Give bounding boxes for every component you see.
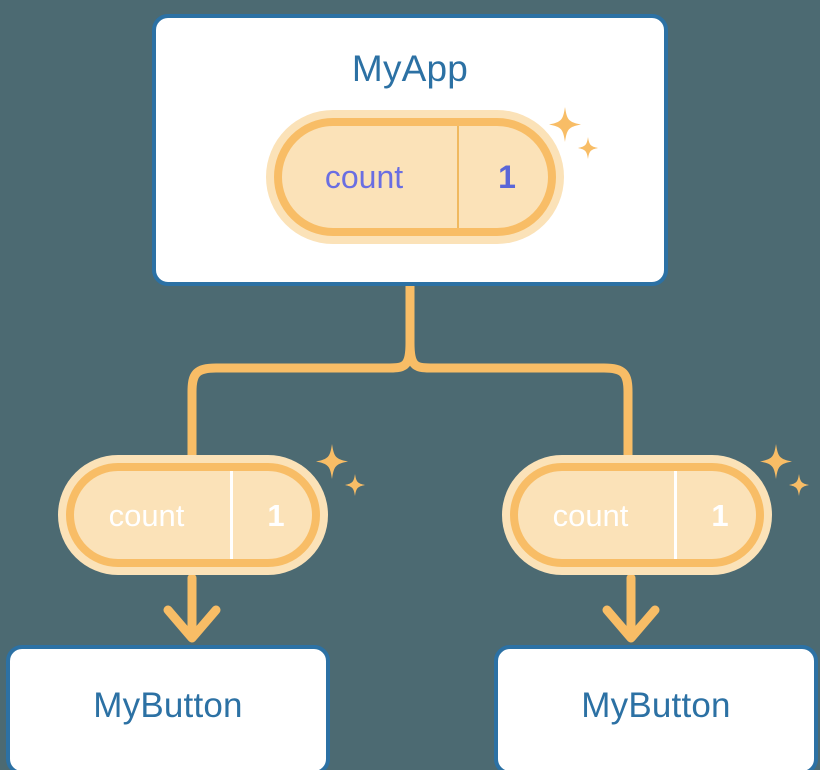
state-pill-branch-left[interactable]: count 1 <box>58 444 365 575</box>
component-card-mybutton-left[interactable]: MyButton <box>6 645 330 770</box>
state-pill[interactable]: count 1 <box>502 455 772 575</box>
connector-branch-right <box>405 338 633 467</box>
component-label: MyButton <box>93 686 243 725</box>
sparkle-icon <box>316 444 348 479</box>
sparkle-small-icon <box>345 474 365 496</box>
state-value: 1 <box>230 464 319 566</box>
state-value: 1 <box>457 119 555 235</box>
state-key: count <box>552 497 629 533</box>
page-title: MyApp <box>351 48 469 89</box>
state-value: 1 <box>674 464 763 566</box>
sparkle-icon <box>760 444 792 479</box>
state-pill[interactable]: count 1 <box>58 455 328 575</box>
arrow-down-icon-right <box>602 573 660 643</box>
state-key: count <box>324 159 404 195</box>
component-card-mybutton-right[interactable]: MyButton <box>494 645 818 770</box>
state-pill[interactable]: count 1 <box>266 110 564 244</box>
connector-branch-left <box>187 338 415 467</box>
state-pill-branch-right[interactable]: count 1 <box>502 444 809 575</box>
component-label: MyButton <box>581 686 731 725</box>
state-key: count <box>108 497 185 533</box>
state-pill-myapp[interactable]: count 1 <box>266 107 598 244</box>
sparkle-small-icon <box>789 474 809 496</box>
arrow-down-icon-left <box>163 573 221 643</box>
